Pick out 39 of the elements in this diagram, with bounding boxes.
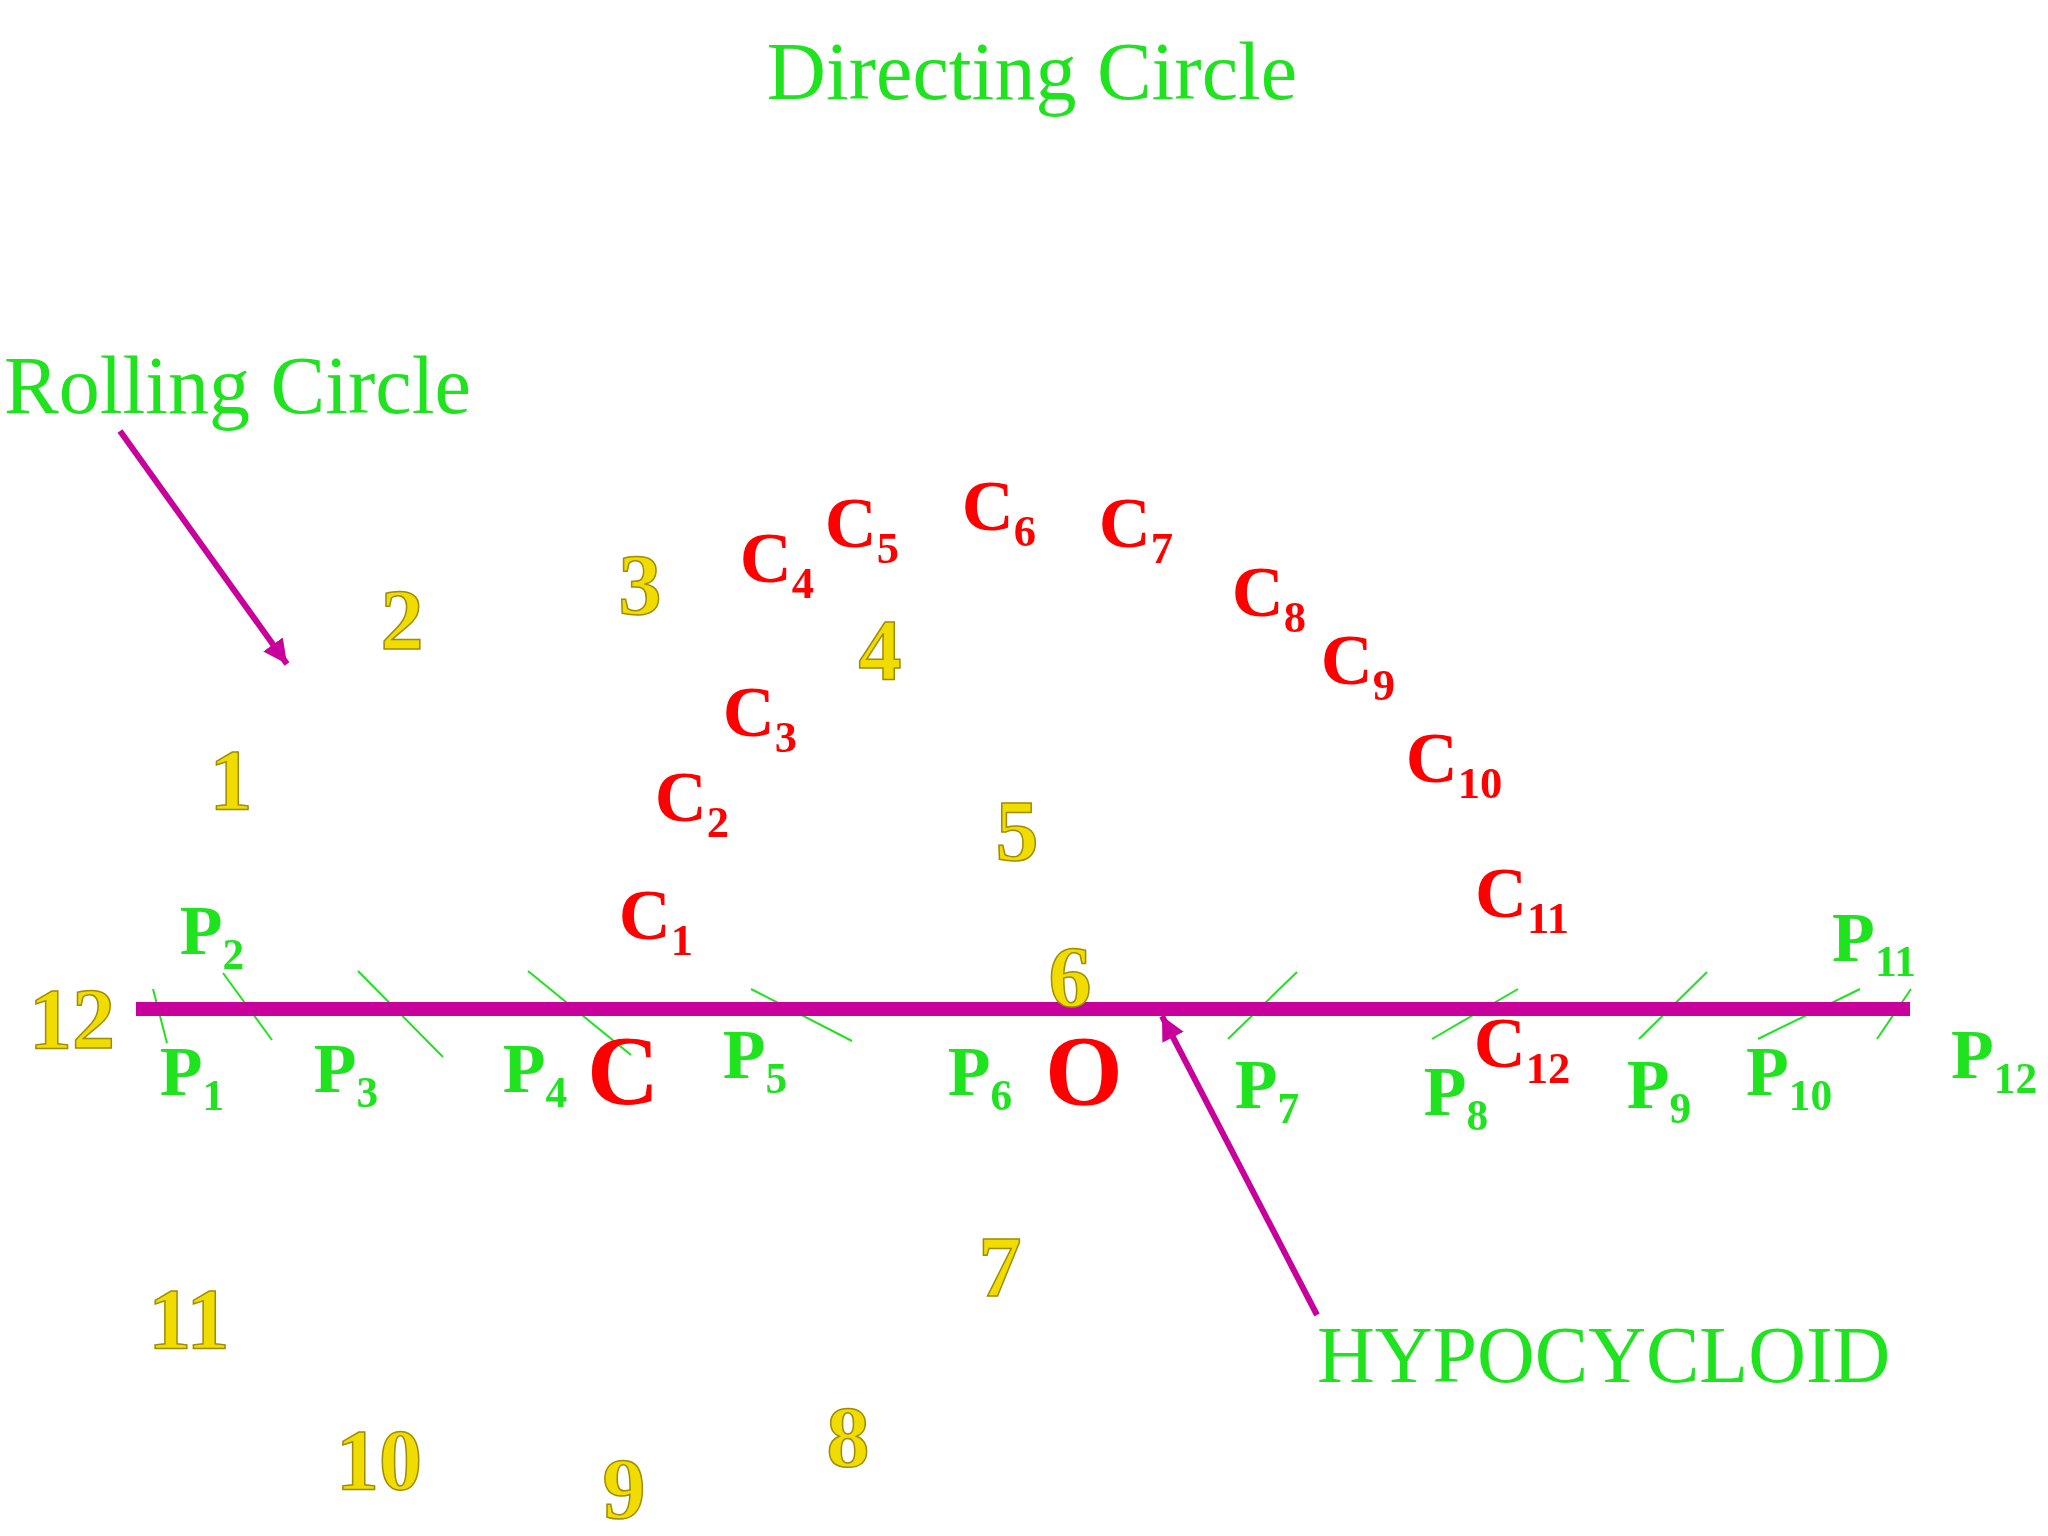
division-number: 11 <box>148 1276 230 1362</box>
center-label: C$_{4}$ <box>739 522 815 606</box>
division-number: 3 <box>618 542 662 628</box>
center-label: C$_{7}$ <box>1098 487 1174 571</box>
point-label: P$_{7}$ <box>1234 1049 1300 1131</box>
point-label: P$_{9}$ <box>1626 1049 1692 1131</box>
point-label: P$_{2}$ <box>179 895 245 977</box>
division-number: 9 <box>602 1446 646 1532</box>
point-label: P$_{5}$ <box>722 1019 788 1101</box>
leader-arrow <box>117 429 290 666</box>
division-number: 6 <box>1048 934 1092 1020</box>
callout-text: HYPOCYCLOID <box>1317 1315 1891 1395</box>
center-label: O <box>1045 1021 1123 1121</box>
point-label: P$_{4}$ <box>502 1033 568 1115</box>
point-label: P$_{12}$ <box>1950 1019 2038 1101</box>
point-label: P$_{3}$ <box>313 1033 379 1115</box>
division-number: 1 <box>209 737 253 823</box>
center-label: C$_{3}$ <box>722 676 798 760</box>
division-number: 8 <box>826 1394 870 1480</box>
center-label: C$_{1}$ <box>618 879 694 963</box>
division-number: 10 <box>336 1417 422 1503</box>
center-label: C$_{6}$ <box>961 470 1037 554</box>
center-label: C$_{10}$ <box>1405 722 1503 806</box>
division-number: 4 <box>858 607 902 693</box>
division-number: 7 <box>978 1224 1022 1310</box>
center-label: C$_{11}$ <box>1474 857 1570 941</box>
center-label: C <box>586 1021 660 1121</box>
center-label: C$_{5}$ <box>824 487 900 571</box>
division-number: 5 <box>995 788 1039 874</box>
point-label: P$_{11}$ <box>1832 902 1916 984</box>
point-label: P$_{1}$ <box>159 1036 225 1118</box>
leader-arrow <box>1159 1014 1320 1317</box>
center-label: C$_{8}$ <box>1231 556 1307 640</box>
point-label: P$_{10}$ <box>1745 1036 1833 1118</box>
point-label: P$_{6}$ <box>947 1036 1013 1118</box>
center-label: C$_{2}$ <box>654 761 730 845</box>
center-label: C$_{9}$ <box>1320 624 1396 708</box>
division-number: 2 <box>380 577 424 663</box>
division-number: 12 <box>29 976 115 1062</box>
